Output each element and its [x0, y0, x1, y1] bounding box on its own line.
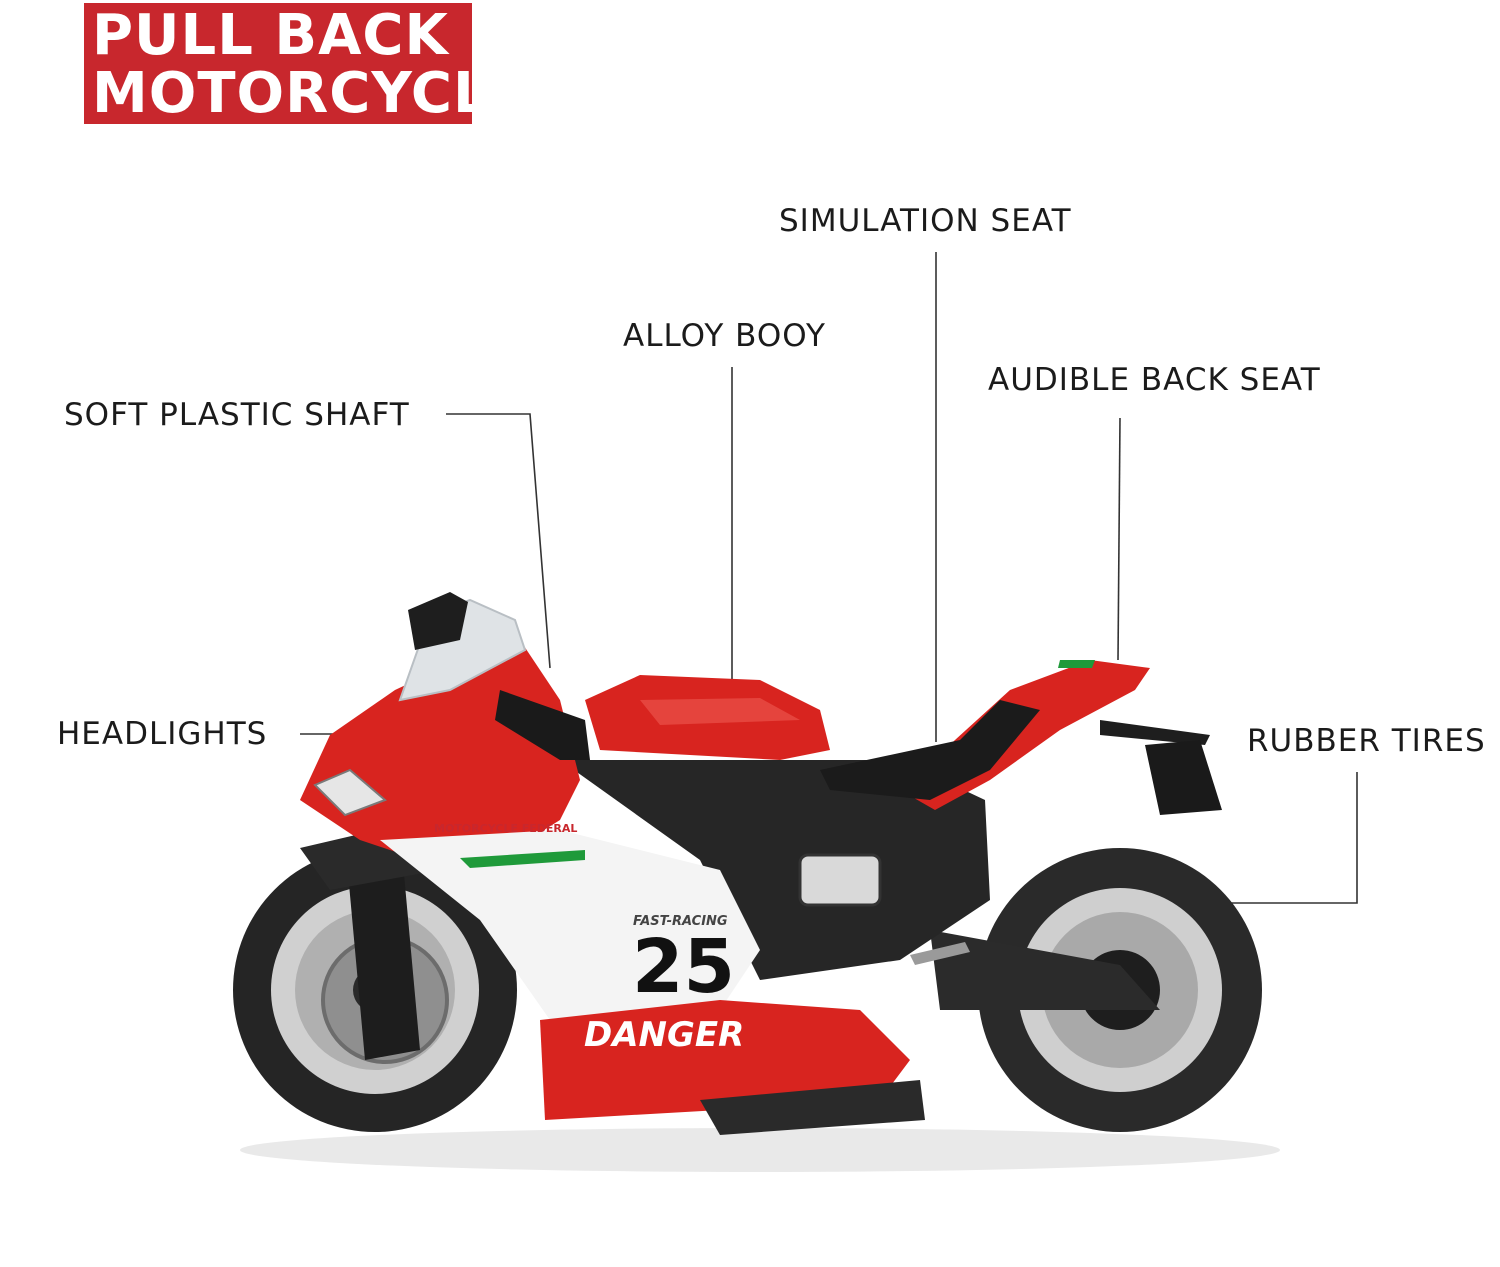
title-badge: PULL BACK MOTORCYCLE	[84, 3, 529, 126]
tricolor-stripe	[460, 850, 585, 868]
callout-simulation-seat: SIMULATION SEAT	[779, 203, 1072, 239]
headlight	[313, 768, 387, 817]
swing-arm	[930, 930, 1160, 1010]
callout-rubber-tires: RUBBER TIRES	[1247, 723, 1486, 759]
race-number: 25	[632, 924, 735, 1010]
callout-audible-back-seat: AUDIBLE BACK SEAT	[988, 362, 1321, 398]
foot-peg	[910, 942, 970, 965]
mirror	[408, 592, 468, 650]
license-plate-holder	[1145, 740, 1222, 815]
title-line-1: PULL BACK	[92, 3, 449, 68]
tail-bracket	[1100, 720, 1210, 745]
seat	[820, 700, 1040, 800]
engine-cover	[798, 853, 882, 907]
leader-rubber-tires	[1222, 772, 1358, 904]
front-fork	[345, 830, 420, 1060]
leader-soft-plastic-shaft	[446, 413, 551, 669]
callout-soft-plastic-shaft: SOFT PLASTIC SHAFT	[64, 397, 410, 433]
brand-text: MOTORCYCLE FEDERAL	[434, 822, 577, 835]
leader-audible-back-seat	[1117, 417, 1121, 661]
title-line-2: MOTORCYCLE	[92, 61, 529, 126]
engine-block	[560, 760, 990, 980]
ground-shadow	[240, 1128, 1280, 1172]
side-fairing-white	[380, 830, 760, 1020]
callout-headlights: HEADLIGHTS	[57, 716, 268, 752]
tail-stripe	[1058, 660, 1095, 668]
belly-pan	[700, 1080, 925, 1135]
callout-alloy-body: ALLOY BOOY	[623, 318, 826, 354]
fairing-text: DANGER	[584, 1015, 744, 1055]
small-racing-text: FAST-RACING	[633, 914, 728, 929]
handlebar	[495, 690, 590, 760]
